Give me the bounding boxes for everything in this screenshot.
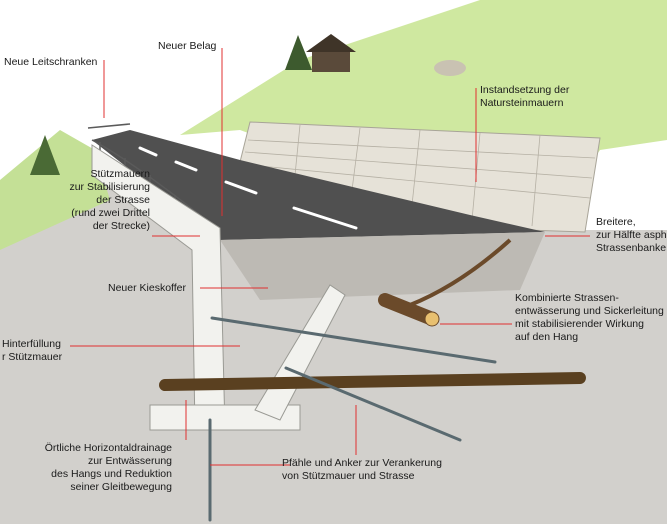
barn-roof: [306, 34, 356, 52]
label-pavement: Neuer Belag: [158, 40, 217, 52]
road-markings: [138, 146, 358, 230]
label-gravel: Neuer Kieskoffer: [108, 282, 187, 294]
drainage-pipe-end: [424, 311, 440, 327]
leader-lines: [70, 48, 590, 466]
label-horizontal-drainage: Örtliche Horizontaldrainage zur Entwässe…: [44, 442, 172, 493]
label-stone-walls: Instandsetzung der Natursteinmauern: [480, 84, 570, 109]
stone-joints: [244, 124, 596, 227]
cow-icon: [434, 60, 466, 76]
barn-icon: [312, 50, 350, 72]
horizontal-drain: [159, 372, 586, 391]
label-wider-banks: Breitere, zur Hälfte asph Strassenbanke: [596, 216, 667, 254]
label-piles-anchors: Pfähle und Anker zur Verankerung von Stü…: [282, 457, 442, 482]
drainage-connector: [409, 238, 512, 307]
label-backfill: Hinterfüllung r Stützmauer: [2, 338, 63, 363]
tree-icon: [30, 135, 60, 175]
downhill-grass: [0, 130, 110, 250]
label-retaining-walls: Stützmauern zur Stabilisierung der Stras…: [69, 168, 150, 232]
gravel-base: [220, 232, 545, 300]
tree-icon: [285, 35, 312, 70]
drainage-pipe: [378, 293, 437, 325]
road-asphalt: [92, 130, 545, 240]
label-guardrails: Neue Leitschranken: [4, 56, 98, 68]
label-drainage: Kombinierte Strassen- entwässerung und S…: [515, 292, 664, 343]
anchors: [208, 316, 497, 522]
